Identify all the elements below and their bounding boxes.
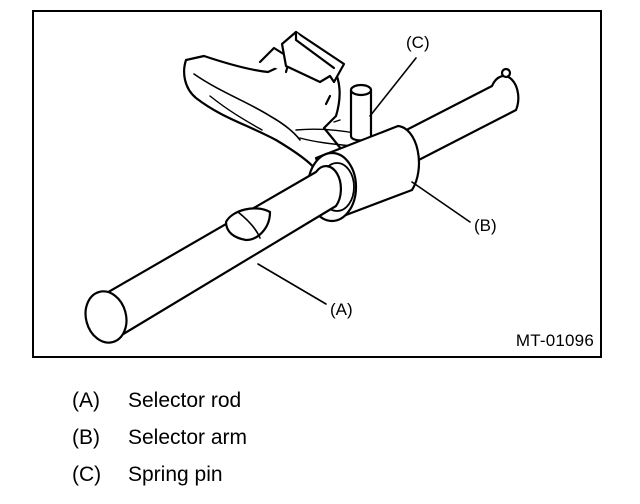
selector-arm-tab-right xyxy=(280,30,346,84)
legend: (A) Selector rod (B) Selector arm (C) Sp… xyxy=(72,382,247,493)
legend-item-a: (A) Selector rod xyxy=(72,382,247,419)
callout-a: (A) xyxy=(330,300,353,319)
legend-label: Selector arm xyxy=(128,425,248,449)
figure-id: MT-01096 xyxy=(515,331,594,350)
legend-key: (B) xyxy=(72,425,100,449)
callout-b: (B) xyxy=(474,216,497,235)
figure-frame: (C) (B) (A) MT-01096 xyxy=(32,10,602,358)
spring-pin xyxy=(349,88,373,142)
callout-c: (C) xyxy=(406,33,430,52)
legend-item-c: (C) Spring pin xyxy=(72,456,247,493)
legend-key: (C) xyxy=(72,462,102,486)
leader-line-a xyxy=(257,263,327,305)
rod-detent-notch xyxy=(224,207,272,242)
selector-rod-end-face xyxy=(84,290,128,344)
rod-end-hole xyxy=(500,67,512,79)
legend-label: Selector rod xyxy=(128,388,242,412)
legend-item-b: (B) Selector arm xyxy=(72,419,247,456)
leader-line-b xyxy=(411,181,471,223)
spring-pin-top xyxy=(349,83,373,97)
legend-label: Spring pin xyxy=(128,462,223,486)
selector-rod-front xyxy=(96,165,343,338)
legend-key: (A) xyxy=(72,388,100,412)
selector-assembly-diagram: (C) (B) (A) xyxy=(84,30,520,344)
leader-line-c xyxy=(369,57,417,117)
